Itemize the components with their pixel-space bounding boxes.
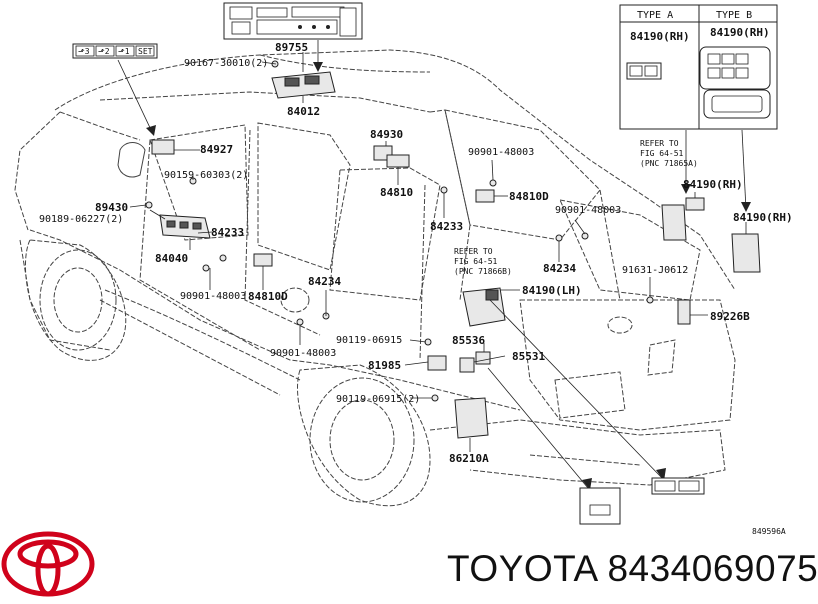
label-90119-06915-b: 90119-06915(2) — [336, 394, 420, 405]
part-overhead-console — [271, 71, 336, 99]
label-84927: 84927 — [200, 143, 233, 156]
part-door-switch-84040 — [159, 214, 211, 239]
leader-lines — [129, 52, 751, 490]
label-84810D-a: 84810D — [248, 290, 288, 303]
part-84810D-a — [253, 253, 273, 267]
type-a-part: 84190(RH) — [630, 30, 690, 43]
part-84190-RH-a — [661, 204, 687, 241]
toyota-logo-icon — [1, 531, 95, 597]
part-front-switch-84927 — [151, 139, 175, 155]
part-84190-LH — [462, 287, 506, 327]
label-90901-48003-b: 90901-48003 — [270, 348, 336, 359]
label-89430: 89430 — [95, 201, 128, 214]
label-86210A: 86210A — [449, 452, 489, 465]
seat-heater-switch-strip — [72, 43, 158, 59]
refer-71866B-line-2: FIG 64-51 — [454, 257, 498, 266]
label-84930: 84930 — [370, 128, 403, 141]
type-b-header: TYPE B — [716, 10, 752, 21]
bottom-switch-icon-single — [579, 487, 621, 525]
type-b-part: 84190(RH) — [710, 26, 770, 39]
type-a-header: TYPE A — [637, 10, 673, 21]
label-90901-48003-d: 90901-48003 — [555, 205, 621, 216]
illustration-code: 849596A — [752, 527, 786, 536]
part-85531 — [459, 357, 475, 373]
leader-switch-strip — [117, 59, 153, 133]
type-variant-box — [619, 4, 778, 130]
label-90901-48003-a: 90901-48003 — [180, 291, 246, 302]
refer-71866B-line-1: REFER TO — [454, 247, 493, 256]
refer-note-71866B: REFER TO FIG 64-51 (PNC 71866B) — [454, 247, 512, 276]
part-84810D-b — [475, 189, 495, 203]
refer-note-71865A: REFER TO FIG 64-51 (PNC 71865A) — [640, 139, 698, 168]
label-90159-60303: 90159-60303(2) — [164, 170, 248, 181]
label-90189-06227: 90189-06227(2) — [39, 214, 123, 225]
label-84040: 84040 — [155, 252, 188, 265]
label-89755: 89755 — [275, 41, 308, 54]
label-84190-RH-b: 84190(RH) — [733, 211, 793, 224]
part-84190-RH-upper — [685, 197, 705, 211]
part-number-labels: 89755 90167-30010(2) 84012 84927 90159-6… — [39, 41, 793, 465]
part-86210A — [454, 397, 489, 439]
label-84190-RH-a: 84190(RH) — [683, 178, 743, 191]
part-number-text: 8434069075 — [607, 548, 818, 589]
arrow-switch-strip — [146, 125, 156, 136]
label-91631-J0612: 91631-J0612 — [622, 265, 688, 276]
label-84234-b: 84234 — [543, 262, 576, 275]
part-85536 — [475, 351, 491, 365]
label-84810: 84810 — [380, 186, 413, 199]
switch-button-1: ⬏3 — [78, 47, 90, 56]
label-90119-06915-a: 90119-06915 — [336, 335, 402, 346]
label-89226B: 89226B — [710, 310, 750, 323]
label-85536: 85536 — [452, 334, 485, 347]
refer-71865A-line-1: REFER TO — [640, 139, 679, 148]
vehicle-outline — [14, 49, 736, 507]
label-90167-30010: 90167-30010(2) — [184, 58, 268, 69]
switch-button-3: ⬏1 — [118, 47, 130, 56]
bottom-switch-icon-pair — [651, 477, 705, 495]
part-81985 — [427, 355, 447, 371]
label-90901-48003-c: 90901-48003 — [468, 147, 534, 158]
switch-button-2: ⬏2 — [98, 47, 110, 56]
label-84233-a: 84233 — [211, 226, 244, 239]
overhead-switch-panel — [223, 2, 363, 40]
label-85531: 85531 — [512, 350, 545, 363]
label-84190-LH: 84190(LH) — [522, 284, 582, 297]
brand-name-text: TOYOTA — [447, 548, 597, 589]
label-81985: 81985 — [368, 359, 401, 372]
refer-71866B-line-3: (PNC 71866B) — [454, 267, 512, 276]
part-84190-RH-b — [731, 233, 761, 273]
label-84234-a: 84234 — [308, 275, 341, 288]
part-89226B — [677, 299, 691, 325]
arrow-overhead — [313, 62, 323, 72]
label-84012: 84012 — [287, 105, 320, 118]
label-84810D-b: 84810D — [509, 190, 549, 203]
brand-and-part-number: TOYOTA 8434069075 — [447, 548, 818, 590]
parts-diagram: ⬏3 ⬏2 ⬏1 SET — [1, 2, 793, 597]
refer-71865A-line-2: FIG 64-51 — [640, 149, 684, 158]
part-84810 — [386, 154, 410, 168]
label-84233-b: 84233 — [430, 220, 463, 233]
small-fasteners — [145, 60, 654, 402]
switch-button-set: SET — [138, 47, 153, 56]
refer-71865A-line-3: (PNC 71865A) — [640, 159, 698, 168]
